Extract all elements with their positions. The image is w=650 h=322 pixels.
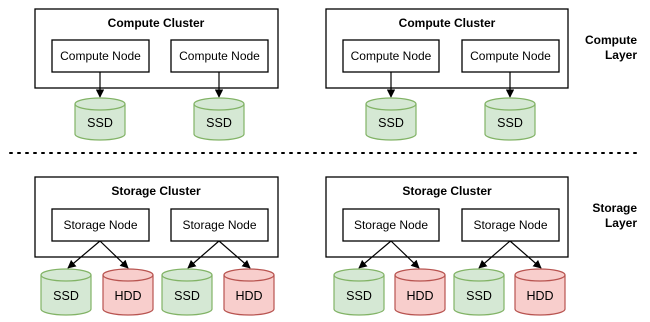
compute-disks: SSD SSD SSD SSD — [74, 97, 536, 141]
ssd-label: SSD — [378, 116, 404, 130]
compute-cluster-1: Compute Cluster Compute Node Compute Nod… — [34, 8, 279, 89]
compute-cluster-title: Compute Cluster — [108, 16, 205, 30]
compute-layer-label-line2: Layer — [605, 48, 637, 62]
arrow — [509, 240, 542, 269]
compute-layer-label-line1: Compute — [585, 33, 637, 47]
compute-node-label: Compute Node — [351, 49, 432, 63]
arrow — [187, 240, 220, 269]
disk-rim — [484, 103, 536, 111]
ssd-disk: SSD — [40, 268, 92, 316]
ssd-label: SSD — [206, 116, 232, 130]
hdd-label: HDD — [114, 289, 141, 303]
storage-cluster-1: Storage Cluster Storage Node Storage Nod… — [34, 176, 279, 258]
arrow — [390, 240, 420, 269]
ssd-disk: SSD — [453, 268, 505, 316]
ssd-disk: SSD — [161, 268, 213, 316]
storage-layer-label-line1: Storage — [592, 201, 637, 215]
storage-node-box — [342, 208, 440, 242]
hdd-disk: HDD — [223, 268, 275, 316]
ssd-label: SSD — [497, 116, 523, 130]
storage-node-label: Storage Node — [63, 218, 137, 232]
disk-rim — [365, 103, 417, 111]
ssd-disk: SSD — [333, 268, 385, 316]
arrow — [67, 240, 101, 269]
hdd-label: HDD — [406, 289, 433, 303]
compute-node-box — [51, 39, 150, 73]
compute-node-label: Compute Node — [60, 49, 141, 63]
storage-node-label: Storage Node — [354, 218, 428, 232]
disk-body — [74, 97, 126, 141]
compute-cluster-2: Compute Cluster Compute Node Compute Nod… — [325, 8, 569, 89]
hdd-disk: HDD — [394, 268, 446, 316]
compute-node-label: Compute Node — [179, 49, 260, 63]
ssd-disk: SSD — [484, 97, 536, 141]
storage-node-box — [170, 208, 269, 242]
disk-rim — [514, 274, 566, 282]
ssd-disk: SSD — [365, 97, 417, 141]
ssd-label: SSD — [466, 289, 492, 303]
disk-rim — [223, 274, 275, 282]
storage-node-label: Storage Node — [473, 218, 547, 232]
ssd-disk: SSD — [74, 97, 126, 141]
ssd-label: SSD — [87, 116, 113, 130]
disk-rim — [74, 103, 126, 111]
ssd-disk: SSD — [193, 97, 245, 141]
disk-body — [484, 97, 536, 141]
hdd-label: HDD — [526, 289, 553, 303]
hdd-disk: HDD — [514, 268, 566, 316]
arrow — [478, 240, 511, 269]
disk-rim — [40, 274, 92, 282]
disk-rim — [102, 274, 154, 282]
arrow — [358, 240, 392, 269]
storage-node-label: Storage Node — [182, 218, 256, 232]
storage-disks: SSD HDD SSD HDD SSD HDD SSD HDD — [40, 268, 566, 316]
hdd-disk: HDD — [102, 268, 154, 316]
disk-rim — [394, 274, 446, 282]
storage-cluster-2: Storage Cluster Storage Node Storage Nod… — [325, 176, 569, 258]
storage-cluster-title: Storage Cluster — [402, 184, 492, 198]
ssd-label: SSD — [174, 289, 200, 303]
disk-rim — [193, 103, 245, 111]
storage-layer-label-line2: Layer — [605, 216, 637, 230]
ssd-label: SSD — [53, 289, 79, 303]
storage-node-box — [51, 208, 150, 242]
arrow — [218, 240, 251, 269]
compute-node-label: Compute Node — [470, 49, 551, 63]
ssd-label: SSD — [346, 289, 372, 303]
disk-rim — [333, 274, 385, 282]
storage-cluster-title: Storage Cluster — [111, 184, 201, 198]
disk-body — [193, 97, 245, 141]
disk-rim — [161, 274, 213, 282]
arrow — [99, 240, 129, 269]
compute-node-box — [461, 39, 560, 73]
disk-body — [365, 97, 417, 141]
disk-rim — [453, 274, 505, 282]
compute-cluster-title: Compute Cluster — [399, 16, 496, 30]
hdd-label: HDD — [235, 289, 262, 303]
